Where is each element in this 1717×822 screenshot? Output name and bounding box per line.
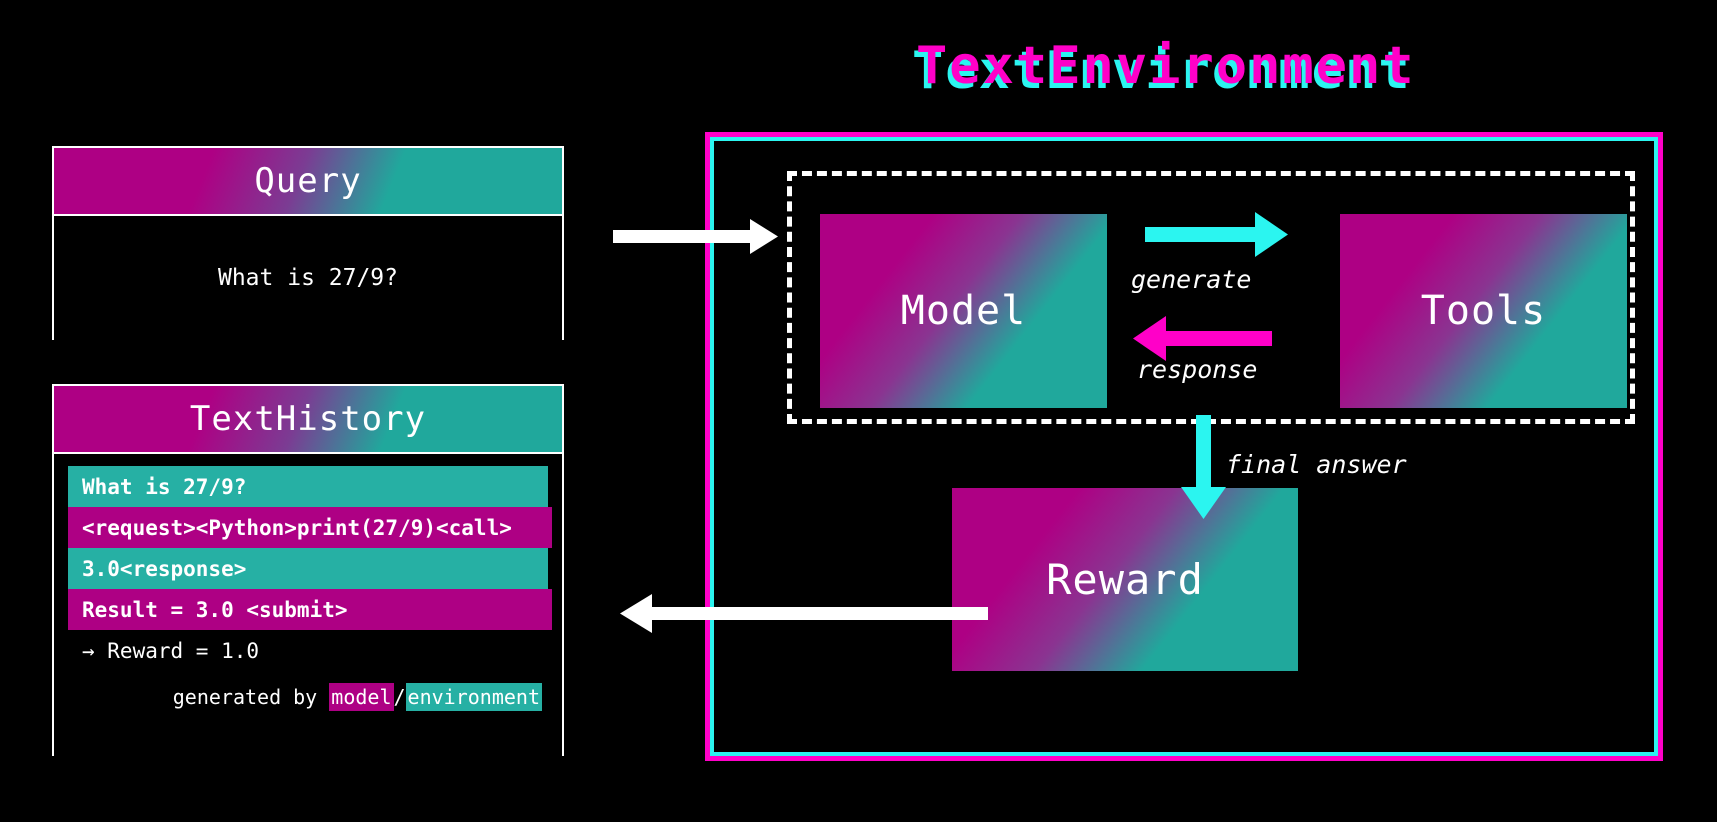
response-arrow-label: response xyxy=(1137,355,1258,384)
text-environment-panel: Model Tools Reward xyxy=(705,132,1663,761)
text-environment-panel-inner-border: Model Tools Reward xyxy=(710,137,1658,756)
tools-box: Tools xyxy=(1340,214,1627,408)
legend-chip-environment: environment xyxy=(405,683,542,711)
history-row-reward: → Reward = 1.0 xyxy=(82,638,260,663)
model-tools-loop-group: Model Tools xyxy=(787,171,1635,424)
reward-box: Reward xyxy=(952,488,1298,671)
query-card-divider xyxy=(54,214,562,216)
text-history-card: TextHistory What is 27/9? <request><Pyth… xyxy=(52,384,564,766)
legend-chip-model: model xyxy=(329,683,394,711)
text-history-card-header: TextHistory xyxy=(54,386,562,452)
text-history-card-body: What is 27/9? <request><Python>print(27/… xyxy=(54,454,562,766)
history-legend-prefix: generated by xyxy=(172,685,330,709)
history-row: What is 27/9? xyxy=(68,466,548,507)
generate-arrow-label: generate xyxy=(1131,265,1252,294)
query-card: Query What is 27/9? xyxy=(52,146,564,340)
text-history-card-divider xyxy=(54,452,562,454)
history-row: <request><Python>print(27/9)<call> xyxy=(68,507,552,548)
query-card-header: Query xyxy=(54,148,562,214)
history-row: Result = 3.0 <submit> xyxy=(68,589,552,630)
model-box: Model xyxy=(820,214,1107,408)
legend-separator: / xyxy=(393,685,406,709)
history-legend: generated by model/environment xyxy=(68,683,548,711)
query-card-body: What is 27/9? xyxy=(54,216,562,340)
history-row: 3.0<response> xyxy=(68,548,548,589)
final-answer-arrow-label: final answer xyxy=(1226,450,1407,479)
page-title: TextEnvironment xyxy=(916,36,1416,96)
